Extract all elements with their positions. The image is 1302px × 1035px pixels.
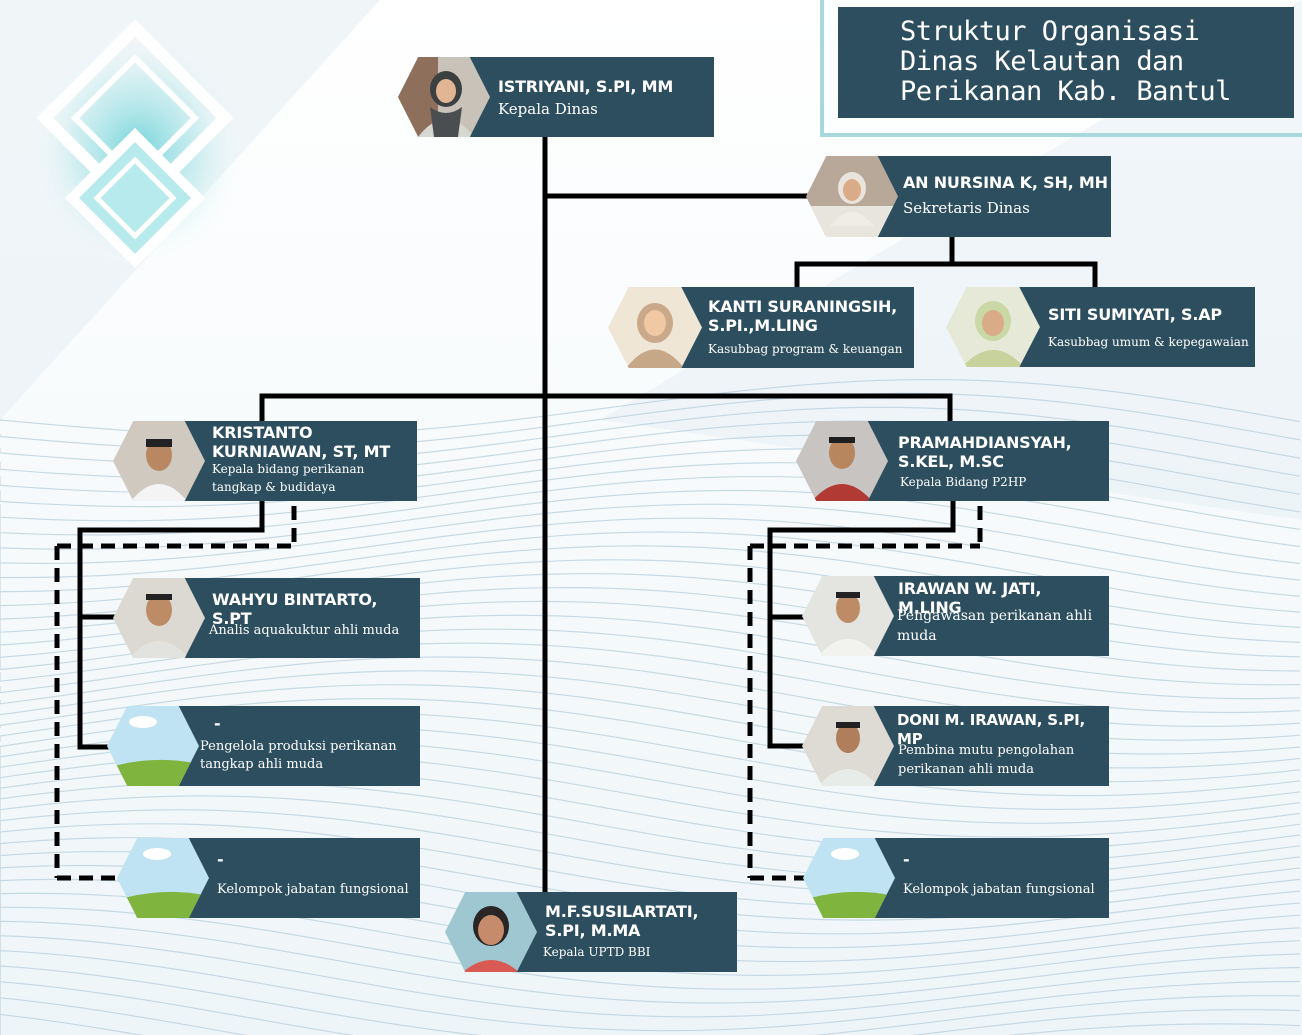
node-name: PRAMAHDIANSYAH, S.KEL, M.SC xyxy=(898,433,1072,471)
node-role: Kepala Bidang P2HP xyxy=(900,475,1027,489)
avatar-placeholder-landscape-icon xyxy=(107,706,199,786)
avatar-kabid-p2hp xyxy=(796,421,888,501)
node-role: Kelompok jabatan fungsional xyxy=(903,882,1095,897)
avatar-kasubbag-program xyxy=(608,287,702,368)
avatar-placeholder-landscape-icon xyxy=(803,838,895,918)
title-frame xyxy=(820,0,1302,137)
node-name: SITI SUMIYATI, S.AP xyxy=(1048,305,1222,324)
node-name: - xyxy=(217,850,224,869)
wave-line xyxy=(0,935,1301,1018)
node-role: Pengawasan perikanan ahli muda xyxy=(897,608,1093,644)
node-analis-aquakultur: WAHYU BINTARTO, S.PT Analis aquakuktur a… xyxy=(160,578,420,658)
avatar-kepala-uptd xyxy=(445,892,537,972)
wave-line xyxy=(0,997,1301,1035)
node-name: DONI M. IRAWAN, S.PI, MP xyxy=(897,711,1086,748)
node-name: - xyxy=(214,714,221,733)
node-role: Pembina mutu pengolahan perikanan ahli m… xyxy=(898,743,1075,777)
node-role: Kepala UPTD BBI xyxy=(543,945,651,959)
avatar-kabid-tangkap xyxy=(113,421,205,501)
node-name: KANTI SURANINGSIH, S.PI.,M.LING xyxy=(708,297,898,335)
node-name: IRAWAN W. JATI, M.LING xyxy=(898,579,1042,617)
node-kjf-right: - Kelompok jabatan fungsional xyxy=(850,838,1109,918)
wave-line xyxy=(0,503,1301,581)
title-line-3: Perikanan Kab. Bantul xyxy=(900,76,1231,107)
wave-line xyxy=(0,949,1301,1032)
wave-line xyxy=(0,981,1301,1035)
node-kabid-tangkap: KRISTANTO KURNIAWAN, ST, MT Kepala bidan… xyxy=(158,421,417,501)
node-kabid-p2hp: PRAMAHDIANSYAH, S.KEL, M.SC Kepala Bidan… xyxy=(843,421,1109,501)
page-title: Struktur Organisasi Dinas Kelautan dan P… xyxy=(900,17,1290,107)
title-box: Struktur Organisasi Dinas Kelautan dan P… xyxy=(838,7,1294,118)
node-role: Kasubbag program & keuangan xyxy=(708,342,903,356)
node-name: M.F.SUSILARTATI, S.PI, M.MA xyxy=(545,902,699,940)
wave-line xyxy=(0,906,1301,990)
avatar-pengawasan-perikanan xyxy=(802,576,894,656)
node-role: Kelompok jabatan fungsional xyxy=(217,882,409,897)
node-kasubbag-umum: SITI SUMIYATI, S.AP Kasubbag umum & kepe… xyxy=(995,287,1255,367)
node-name: KRISTANTO KURNIAWAN, ST, MT xyxy=(212,423,391,461)
avatar-pembina-mutu xyxy=(802,706,894,786)
node-pengelola-produksi: - Pengelola produksi perikanan tangkap a… xyxy=(155,706,420,786)
node-role: Sekretaris Dinas xyxy=(903,199,1030,217)
node-role: Pengelola produksi perikanan tangkap ahl… xyxy=(200,739,397,772)
node-name: ISTRIYANI, S.PI, MM xyxy=(498,77,674,96)
node-role: Kepala Dinas xyxy=(498,100,598,118)
node-name: AN NURSINA K, SH, MH xyxy=(903,173,1108,192)
wave-line xyxy=(0,965,1301,1035)
node-kepala-uptd: M.F.SUSILARTATI, S.PI, M.MA Kepala UPTD … xyxy=(490,892,737,972)
node-role: Kasubbag umum & kepegawaian xyxy=(1048,335,1249,349)
avatar-placeholder-landscape-icon xyxy=(117,838,209,918)
wave-line xyxy=(0,517,1301,597)
diamond-logo-icon xyxy=(28,20,248,270)
avatar-kasubbag-umum xyxy=(946,287,1040,367)
avatar-analis-aquakultur xyxy=(113,578,205,658)
wave-line xyxy=(0,920,1301,1004)
title-line-2: Dinas Kelautan dan xyxy=(900,46,1184,77)
node-role: Analis aquakuktur ahli muda xyxy=(209,623,400,638)
node-role: Kepala bidang perikanan tangkap & budida… xyxy=(212,462,365,494)
node-name: - xyxy=(903,850,910,869)
title-line-1: Struktur Organisasi xyxy=(900,16,1200,47)
node-name: WAHYU BINTARTO, S.PT xyxy=(212,590,378,628)
